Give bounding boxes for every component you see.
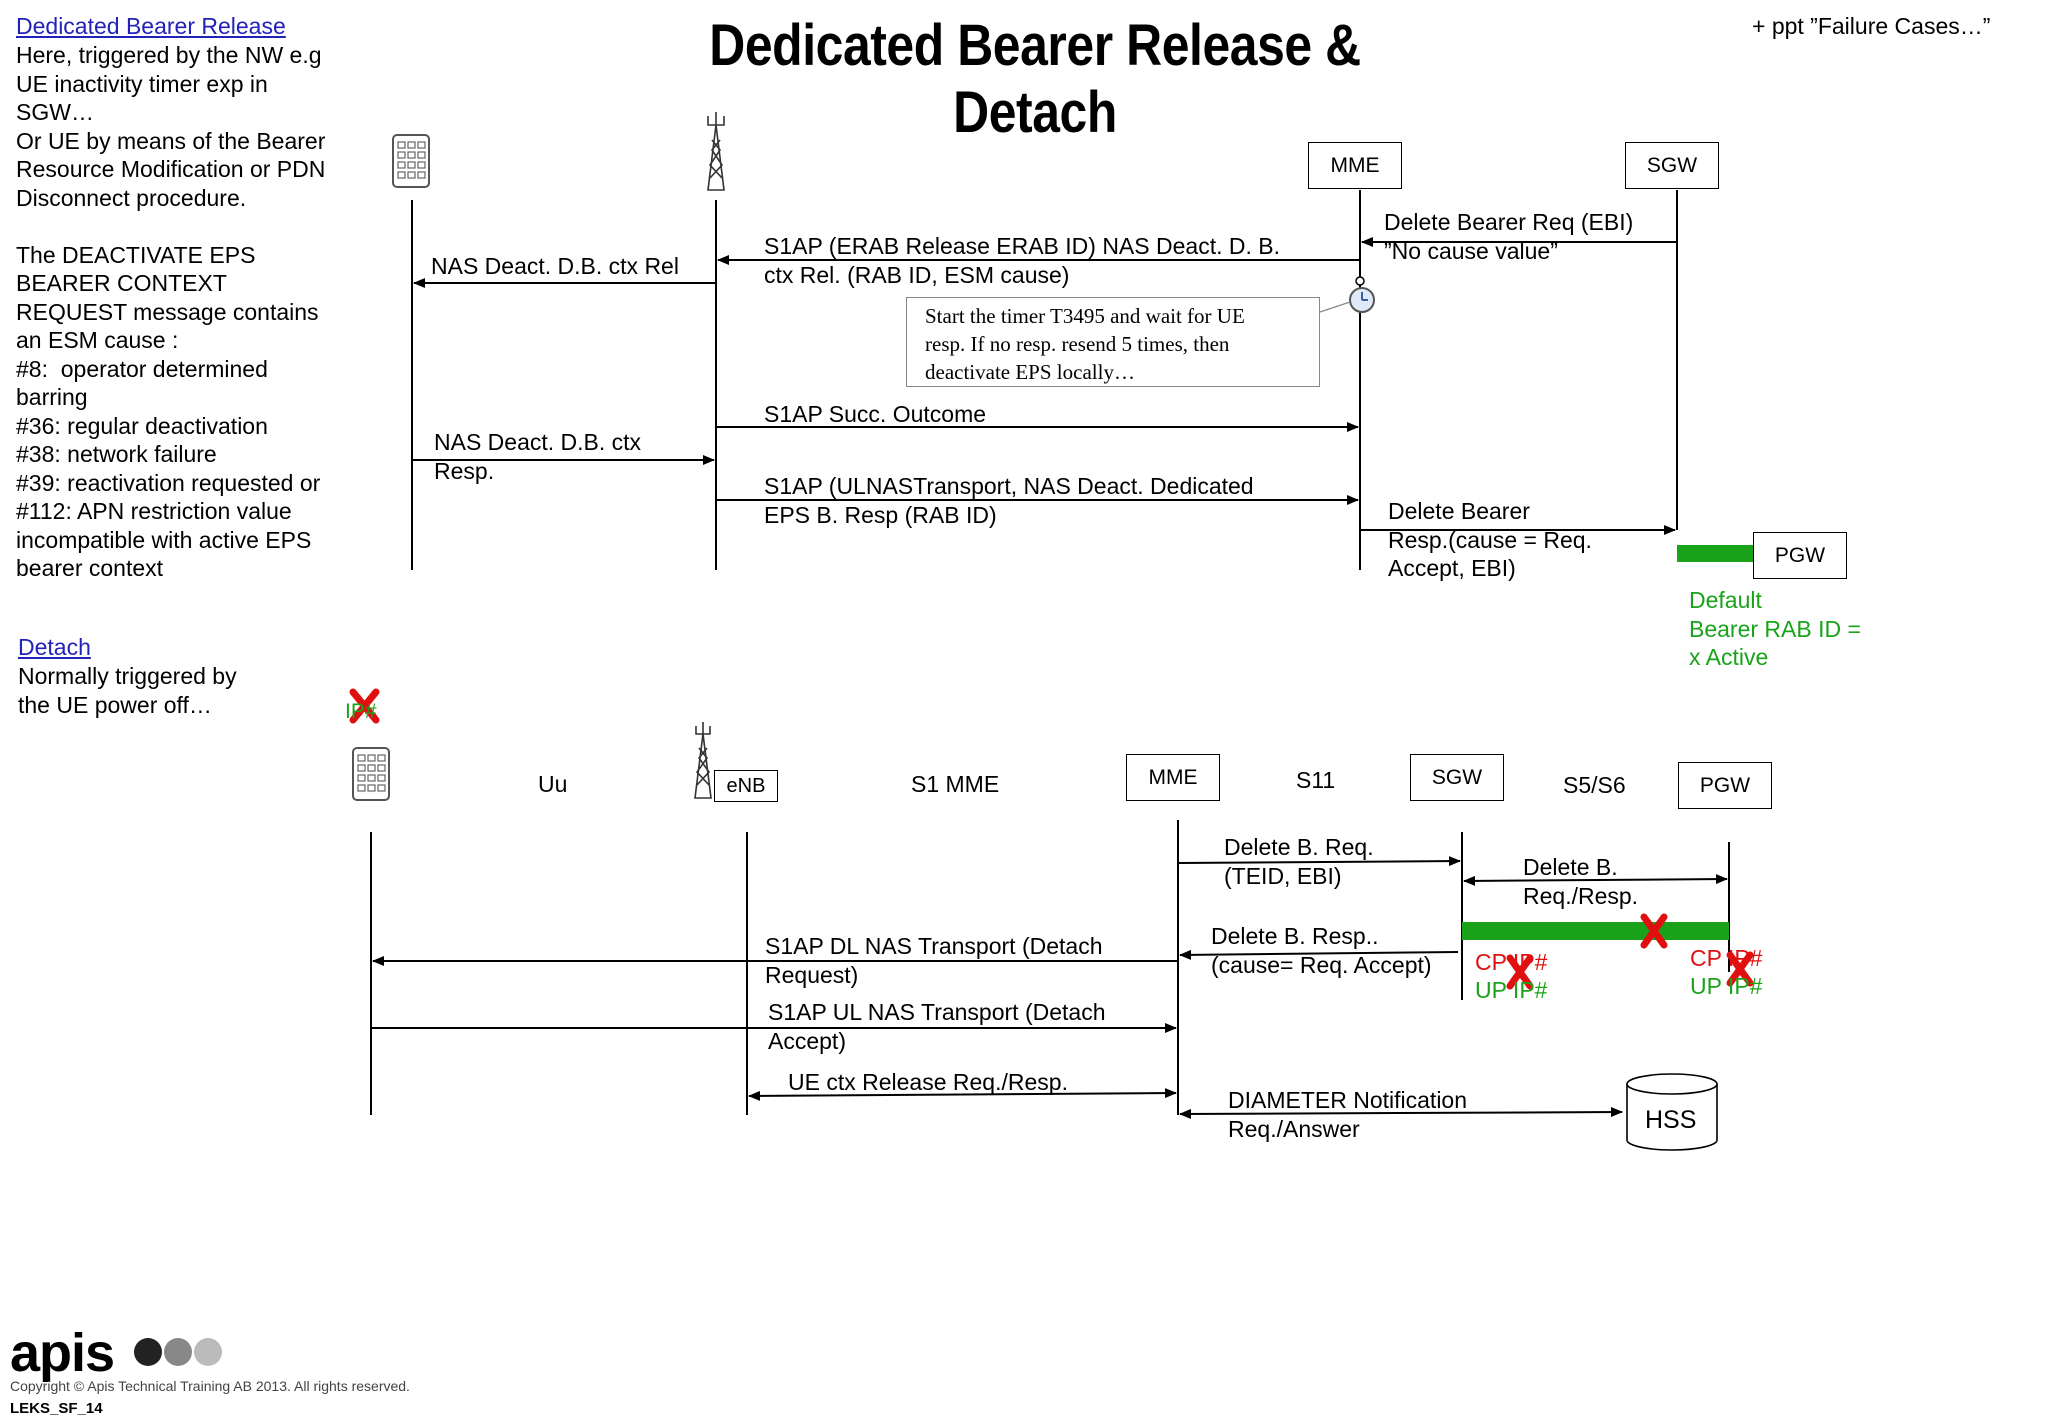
msg-s1ap-succ-outcome: S1AP Succ. Outcome — [764, 401, 987, 427]
node-hss: HSS — [1645, 1106, 1697, 1134]
msg-delete-bearer-req: Delete Bearer Req (EBI) ”No cause value” — [1384, 209, 1634, 264]
node-mme-bottom: MME — [1126, 754, 1220, 801]
msg-s1ap-erab-release: S1AP (ERAB Release ERAB ID) NAS Deact. D… — [764, 233, 1280, 288]
pgw-cp-ip: CP IP# — [1690, 945, 1763, 971]
phone-icon — [392, 134, 430, 188]
interface-s11: S11 — [1296, 767, 1336, 793]
antenna-icon — [707, 112, 725, 191]
msg-delete-b-req-resp: Delete B. Req./Resp. — [1523, 854, 1639, 909]
interface-s1-mme: S1 MME — [911, 771, 1000, 797]
copyright: Copyright © Apis Technical Training AB 2… — [10, 1378, 410, 1394]
detach-description: Normally triggered by the UE power off… — [18, 663, 237, 718]
database-icon — [1626, 1073, 1718, 1151]
msg-delete-b-req: Delete B. Req. (TEID, EBI) — [1224, 834, 1374, 889]
timer-icon — [1319, 276, 1375, 313]
link-detach[interactable]: Detach — [18, 634, 91, 660]
msg-nas-deact-rel: NAS Deact. D.B. ctx Rel — [431, 253, 679, 279]
msg-nas-deact-resp: NAS Deact. D.B. ctx Resp. — [434, 429, 642, 484]
bearer-bar-sgw-pgw — [1462, 922, 1729, 940]
msg-s1ap-ul-nas-detach-accept: S1AP UL NAS Transport (Detach Accept) — [768, 999, 1106, 1054]
phone-icon — [352, 747, 390, 801]
default-bearer-label: Default Bearer RAB ID = x Active — [1689, 587, 1861, 670]
node-sgw-bottom: SGW — [1410, 754, 1504, 801]
logo-dots — [134, 1338, 222, 1366]
antenna-icon — [694, 722, 712, 799]
node-sgw-top: SGW — [1625, 142, 1719, 189]
msg-diameter-notification: DIAMETER Notification Req./Answer — [1228, 1087, 1468, 1142]
node-pgw-bottom: PGW — [1678, 762, 1772, 809]
cross-mark-icon — [349, 688, 1754, 990]
sgw-up-ip: UP IP# — [1475, 977, 1548, 1003]
interface-uu: Uu — [538, 771, 568, 797]
node-pgw-top: PGW — [1753, 532, 1847, 579]
link-dedicated-bearer-release[interactable]: Dedicated Bearer Release — [16, 13, 286, 39]
apis-logo: apis — [10, 1323, 115, 1383]
slide-code: LEKS_SF_14 — [10, 1400, 103, 1417]
ppt-reference: + ppt ”Failure Cases…” — [1752, 13, 1991, 39]
ue-ip-label: IP# — [345, 700, 377, 723]
node-enb: eNB — [714, 770, 778, 802]
page-title: Dedicated Bearer Release & Detach — [709, 13, 1361, 145]
node-mme-top: MME — [1308, 142, 1402, 189]
msg-s1ap-dl-nas-detach: S1AP DL NAS Transport (Detach Request) — [765, 933, 1103, 988]
interface-s5-s6: S5/S6 — [1563, 772, 1626, 798]
msg-delete-bearer-resp: Delete Bearer Resp.(cause = Req. Accept,… — [1388, 498, 1592, 581]
msg-delete-b-resp: Delete B. Resp.. (cause= Req. Accept) — [1211, 923, 1432, 978]
timer-t3495-note: Start the timer T3495 and wait for UE re… — [906, 297, 1320, 387]
sgw-cp-ip: CP IP# — [1475, 949, 1548, 975]
dedicated-bearer-description: Here, triggered by the NW e.g UE inactiv… — [16, 42, 326, 581]
msg-s1ap-ulnastransport: S1AP (ULNASTransport, NAS Deact. Dedicat… — [764, 473, 1254, 528]
msg-ue-ctx-release: UE ctx Release Req./Resp. — [788, 1069, 1068, 1095]
pgw-up-ip: UP IP# — [1690, 973, 1763, 999]
default-bearer-bar — [1677, 545, 1753, 562]
